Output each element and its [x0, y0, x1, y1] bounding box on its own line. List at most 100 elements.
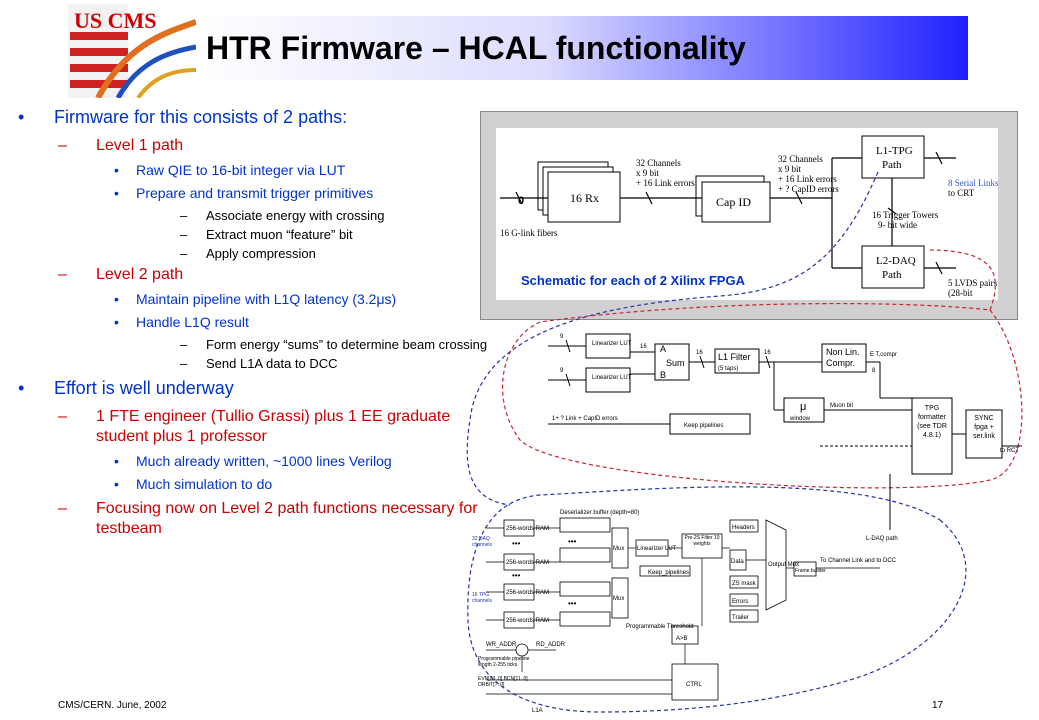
to-dcc-label: To Channel Link and to DCC	[820, 558, 897, 564]
output-mux-label: Output Mux	[768, 562, 799, 568]
headers-label: Headers	[732, 525, 755, 531]
bullet-firmware-paths: •Firmware for this consists of 2 paths:	[18, 107, 348, 127]
errors-box	[729, 593, 759, 607]
link-errors-label: 1+ ? Link + CapID errors	[552, 416, 618, 422]
bullet-handle-l1q: •Handle L1Q result	[114, 314, 249, 330]
output-mux	[765, 519, 787, 611]
sync-box	[965, 409, 1003, 459]
ellipsis-1: •••	[512, 539, 521, 548]
mux1-label: Mux	[613, 546, 624, 552]
l1tpg-block	[861, 135, 925, 179]
schematic-caption: Schematic for each of 2 Xilinx FPGA	[521, 273, 745, 288]
sync-text: SYNC fpga + ser.link	[973, 415, 995, 440]
frame-builder	[793, 561, 817, 577]
capid-block	[701, 181, 771, 223]
rx-label: 16 Rx	[570, 191, 599, 205]
bullet-energy-sums: –Form energy “sums” to determine beam cr…	[180, 337, 488, 352]
svg-text:8: 8	[872, 368, 876, 374]
svg-text:9: 9	[560, 334, 564, 340]
keep-label: Keep pipelines	[684, 423, 723, 429]
rdaddr-label: RD_ADDR	[536, 642, 566, 648]
etcompr-label: E T,compr	[870, 352, 897, 358]
zsmask-label: ZS mask	[732, 581, 757, 587]
nonlin-label2: Compr.	[826, 358, 855, 368]
ctrl-box	[671, 663, 719, 701]
red-connector-tail	[927, 249, 996, 311]
lin-lut-label: Linearizer LUT	[637, 546, 677, 552]
bullet-fte-engineer: –1 FTE engineer (Tullio Grassi) plus 1 E…	[58, 408, 451, 445]
ellipsis-4: •••	[568, 599, 577, 608]
mu-window-box	[783, 397, 825, 423]
data-label: Data	[731, 559, 744, 565]
bullet-level2-path: –Level 2 path	[58, 266, 184, 283]
keep-pipelines-bar	[639, 565, 691, 577]
mux-2	[611, 577, 629, 619]
ram1-label: 256-words RAM	[506, 526, 549, 532]
sum-label: Sum	[666, 358, 685, 368]
l1a-label: L1A	[532, 708, 543, 714]
title-bar	[200, 16, 968, 80]
mux2-label: Mux	[613, 596, 624, 602]
bullet-raw-qie: •Raw QIE to 16-bit integer via LUT	[114, 162, 346, 178]
schematic-canvas: 0 16 G-link fibers 16 Rx 32 Channels x 9…	[496, 128, 999, 300]
tpg-formatter-text: TPG formatter (see TDR 4.8.1)	[917, 405, 947, 439]
towers-line2: 9- bit wide	[878, 220, 917, 230]
wraddr-label: WR_ADDR	[486, 642, 517, 648]
bullet-list: •Firmware for this consists of 2 paths: …	[18, 106, 488, 545]
errors-label: Errors	[732, 599, 748, 605]
ram4-label: 256-words RAM	[506, 618, 549, 624]
deser-2	[559, 547, 611, 563]
towers-line1: 16 Trigger Towers	[872, 210, 939, 220]
l1tpg-label2: Path	[882, 159, 902, 171]
sum-box	[654, 343, 690, 381]
mu-glyph: μ	[800, 401, 806, 413]
bullet-send-l1a: –Send L1A data to DCC	[180, 356, 338, 371]
bullet-extract-muon: –Extract muon “feature” bit	[180, 227, 353, 242]
rx-block	[547, 171, 621, 223]
lut1-label: Linearizer LUT	[592, 341, 632, 347]
logo-flag-stripes	[70, 32, 128, 88]
ch2-line2: x 9 bit	[778, 164, 802, 174]
bullet-simulation: •Much simulation to do	[114, 476, 273, 492]
page-title: HTR Firmware – HCAL functionality	[206, 30, 746, 66]
l2daq-label2: Path	[882, 269, 902, 281]
serial-line2: to CRT	[948, 188, 975, 198]
adder-circle	[515, 643, 529, 657]
bullet-effort-underway: •Effort is well underway	[18, 378, 234, 398]
deser-1	[559, 517, 611, 533]
svg-text:16: 16	[764, 350, 771, 356]
deser-4	[559, 611, 611, 627]
frame-label: Frame builder	[795, 568, 826, 574]
l1-filter-box	[714, 348, 760, 374]
bullet-much-written: •Much already written, ~1000 lines Veril…	[114, 453, 392, 469]
ab-label: A>B	[676, 636, 688, 642]
deser-3	[559, 581, 611, 597]
ellipsis-2: •••	[512, 571, 521, 580]
lvds-line1: 5 LVDS pairs	[948, 278, 998, 288]
ch1-line2: x 9 bit	[636, 168, 660, 178]
bullet-apply-compression: –Apply compression	[180, 246, 316, 261]
logo-text: US CMS	[74, 8, 157, 33]
ram2-label: 256-words RAM	[506, 560, 549, 566]
sum-in-b: B	[660, 370, 666, 380]
muonbit-label: Muon bit	[830, 403, 853, 409]
trailer-label: Trailer	[732, 615, 749, 621]
to-rct-label: to RCT	[1000, 448, 1019, 454]
lut-box-1	[585, 333, 631, 359]
fiber-count-mark: 0	[518, 195, 524, 207]
ch2-line4: + ? CapID errors	[778, 184, 839, 194]
nonlin-label1: Non Lin.	[826, 347, 860, 357]
ch1-line3: + 16 Link errors	[636, 178, 695, 188]
pre2s-filter	[681, 533, 723, 559]
lut2-label: Linearizer LUT	[592, 375, 632, 381]
red-connector	[501, 302, 1023, 489]
trailer-box	[729, 609, 759, 623]
l2daq-block	[861, 245, 925, 289]
l1tpg-label1: L1-TPG	[876, 145, 913, 157]
sum-in-a: A	[660, 344, 666, 354]
footer-left: CMS/CERN. June, 2002	[58, 700, 167, 711]
nonlin-box	[821, 343, 867, 373]
ch2-line3: + 16 Link errors	[778, 174, 837, 184]
blue-connector	[466, 171, 879, 506]
